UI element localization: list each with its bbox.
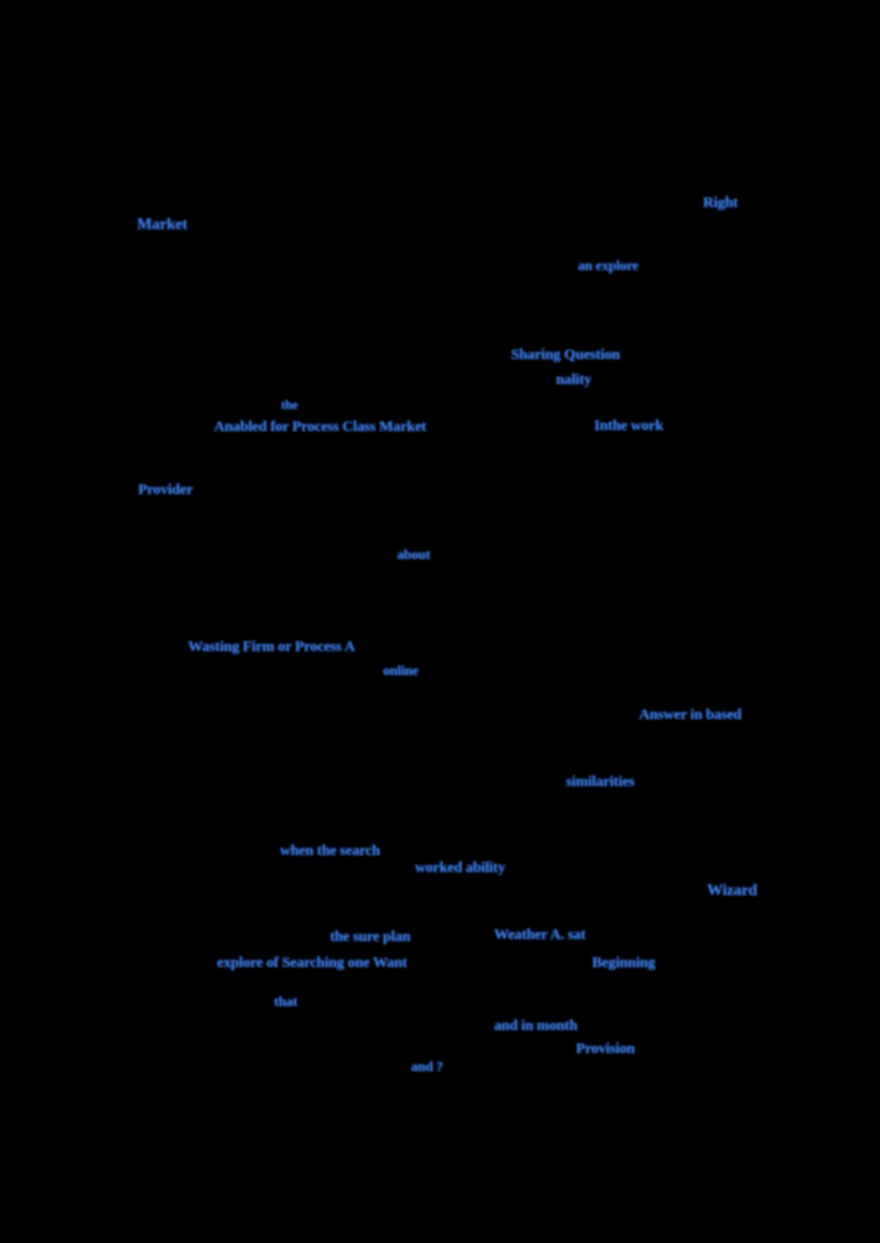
text-label: and ? [411, 1060, 444, 1075]
text-label: the [281, 397, 298, 412]
text-label: Anabled for Process Class Market [214, 419, 427, 435]
text-label: Provision [576, 1041, 635, 1057]
text-label: the sure plan [330, 929, 411, 945]
text-label: nality [556, 372, 592, 388]
text-label: similarities [566, 774, 635, 790]
text-label: worked ability [415, 860, 506, 876]
text-label: an explore [578, 259, 639, 274]
text-label: Market [137, 216, 188, 233]
text-label: Answer in based [639, 707, 742, 723]
text-label: Inthe work [594, 418, 664, 434]
text-label: Sharing Question [511, 347, 620, 363]
text-label: online [383, 664, 419, 679]
text-label: Wasting Firm or Process A [188, 639, 355, 655]
text-label: explore of Searching one Want [217, 955, 408, 971]
text-label: when the search [280, 843, 381, 859]
text-label: that [274, 995, 298, 1010]
text-label: and in month [494, 1018, 578, 1034]
text-label: Beginning [592, 955, 656, 971]
text-label: Right [703, 195, 738, 211]
text-label: Provider [138, 482, 193, 498]
text-label: Weather A. sat [494, 927, 586, 943]
text-label: Wizard [707, 882, 758, 899]
text-label: about [397, 548, 431, 563]
